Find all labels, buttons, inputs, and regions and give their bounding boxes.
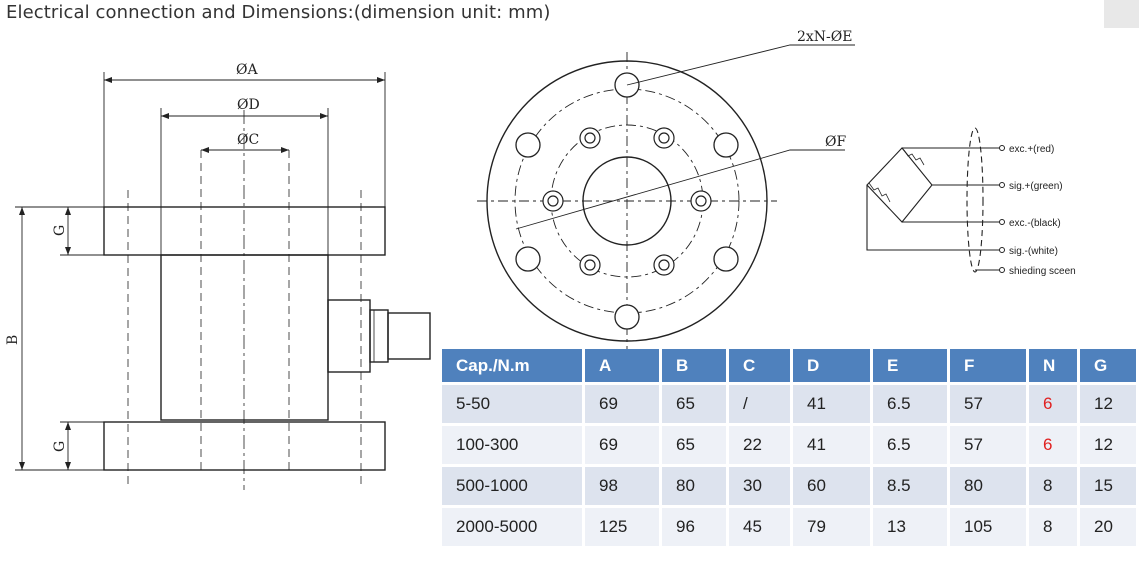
corner-box	[1104, 0, 1139, 28]
label-d: ØD	[237, 97, 260, 113]
cell: 41	[793, 385, 870, 423]
label-b: B	[5, 335, 21, 345]
cell: 20	[1080, 508, 1136, 546]
label-holes: 2xN-ØE	[797, 29, 852, 45]
cell: 79	[793, 508, 870, 546]
cell: 80	[950, 467, 1026, 505]
label-c: ØC	[237, 132, 259, 148]
label-a: ØA	[236, 62, 258, 78]
header-d: D	[793, 349, 870, 382]
cell: 2000-5000	[442, 508, 582, 546]
cell: 98	[585, 467, 659, 505]
bottom-flange	[103, 421, 386, 471]
outer-hole	[713, 132, 739, 158]
cell: 65	[662, 426, 726, 464]
cell: 12	[1080, 385, 1136, 423]
cell: 69	[585, 426, 659, 464]
label-g-bottom: G	[52, 441, 68, 452]
wire-exc-minus: exc.-(black)	[1009, 218, 1061, 229]
cell: 13	[873, 508, 947, 546]
table-row: 2000-5000 125 96 45 79 13 105 8 20	[442, 508, 1136, 546]
table-row: 5-50 69 65 / 41 6.5 57 6 12	[442, 385, 1136, 423]
cell: 60	[793, 467, 870, 505]
connector-plug	[387, 312, 431, 360]
cell: 30	[729, 467, 790, 505]
cell: 96	[662, 508, 726, 546]
header-e: E	[873, 349, 947, 382]
outer-hole	[614, 304, 640, 330]
table-header-row: Cap./N.m A B C D E F N G	[442, 349, 1136, 382]
cell: 12	[1080, 426, 1136, 464]
cell: 5-50	[442, 385, 582, 423]
bridge	[866, 147, 933, 223]
label-f: ØF	[825, 134, 846, 150]
table-row: 500-1000 98 80 30 60 8.5 80 8 15	[442, 467, 1136, 505]
wire-sig-plus: sig.+(green)	[1009, 181, 1063, 192]
cell: 45	[729, 508, 790, 546]
cell: 80	[662, 467, 726, 505]
cell: 6.5	[873, 385, 947, 423]
outer-hole	[515, 132, 541, 158]
cell: 22	[729, 426, 790, 464]
outer-hole	[515, 246, 541, 272]
outer-hole	[713, 246, 739, 272]
cell: 41	[793, 426, 870, 464]
dimension-table: Cap./N.m A B C D E F N G 5-50 69 65 / 41…	[439, 346, 1139, 549]
header-f: F	[950, 349, 1026, 382]
wire-sig-minus: sig.-(white)	[1009, 246, 1058, 257]
cell: 8	[1029, 508, 1077, 546]
cell: 125	[585, 508, 659, 546]
cell: 8.5	[873, 467, 947, 505]
cell: 100-300	[442, 426, 582, 464]
header-b: B	[662, 349, 726, 382]
cell: 57	[950, 385, 1026, 423]
cell: 105	[950, 508, 1026, 546]
header-cap: Cap./N.m	[442, 349, 582, 382]
cell: 15	[1080, 467, 1136, 505]
label-g-top: G	[52, 225, 68, 236]
header-n: N	[1029, 349, 1077, 382]
cell: 8	[1029, 467, 1077, 505]
cell-highlight: 6	[1029, 385, 1077, 423]
cell: 500-1000	[442, 467, 582, 505]
wire-shield: shieding sceen	[1009, 266, 1076, 277]
cell: /	[729, 385, 790, 423]
cell: 57	[950, 426, 1026, 464]
cell-highlight: 6	[1029, 426, 1077, 464]
header-a: A	[585, 349, 659, 382]
header-c: C	[729, 349, 790, 382]
wire-exc-plus: exc.+(red)	[1009, 144, 1054, 155]
cell: 6.5	[873, 426, 947, 464]
table-row: 100-300 69 65 22 41 6.5 57 6 12	[442, 426, 1136, 464]
header-g: G	[1080, 349, 1136, 382]
cell: 69	[585, 385, 659, 423]
page-title: Electrical connection and Dimensions:(di…	[6, 2, 551, 23]
cell: 65	[662, 385, 726, 423]
